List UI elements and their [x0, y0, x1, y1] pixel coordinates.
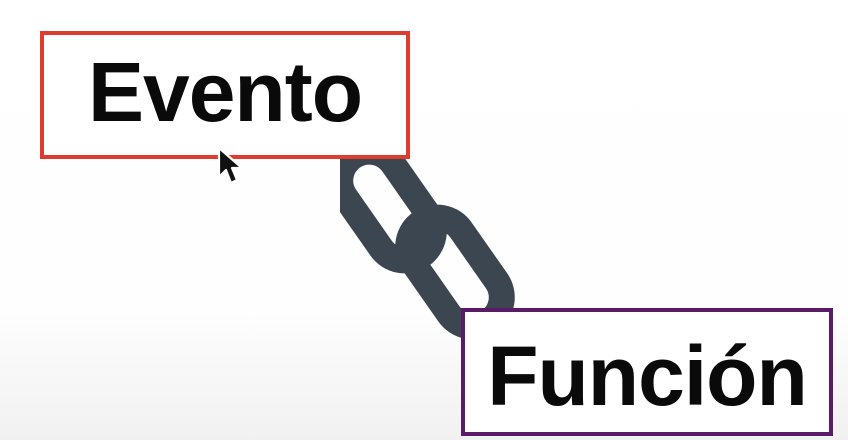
mouse-pointer-icon — [217, 146, 244, 185]
evento-box: Evento — [40, 31, 410, 159]
funcion-box: Función — [461, 308, 833, 436]
funcion-label: Función — [487, 329, 808, 423]
evento-label: Evento — [87, 45, 363, 139]
